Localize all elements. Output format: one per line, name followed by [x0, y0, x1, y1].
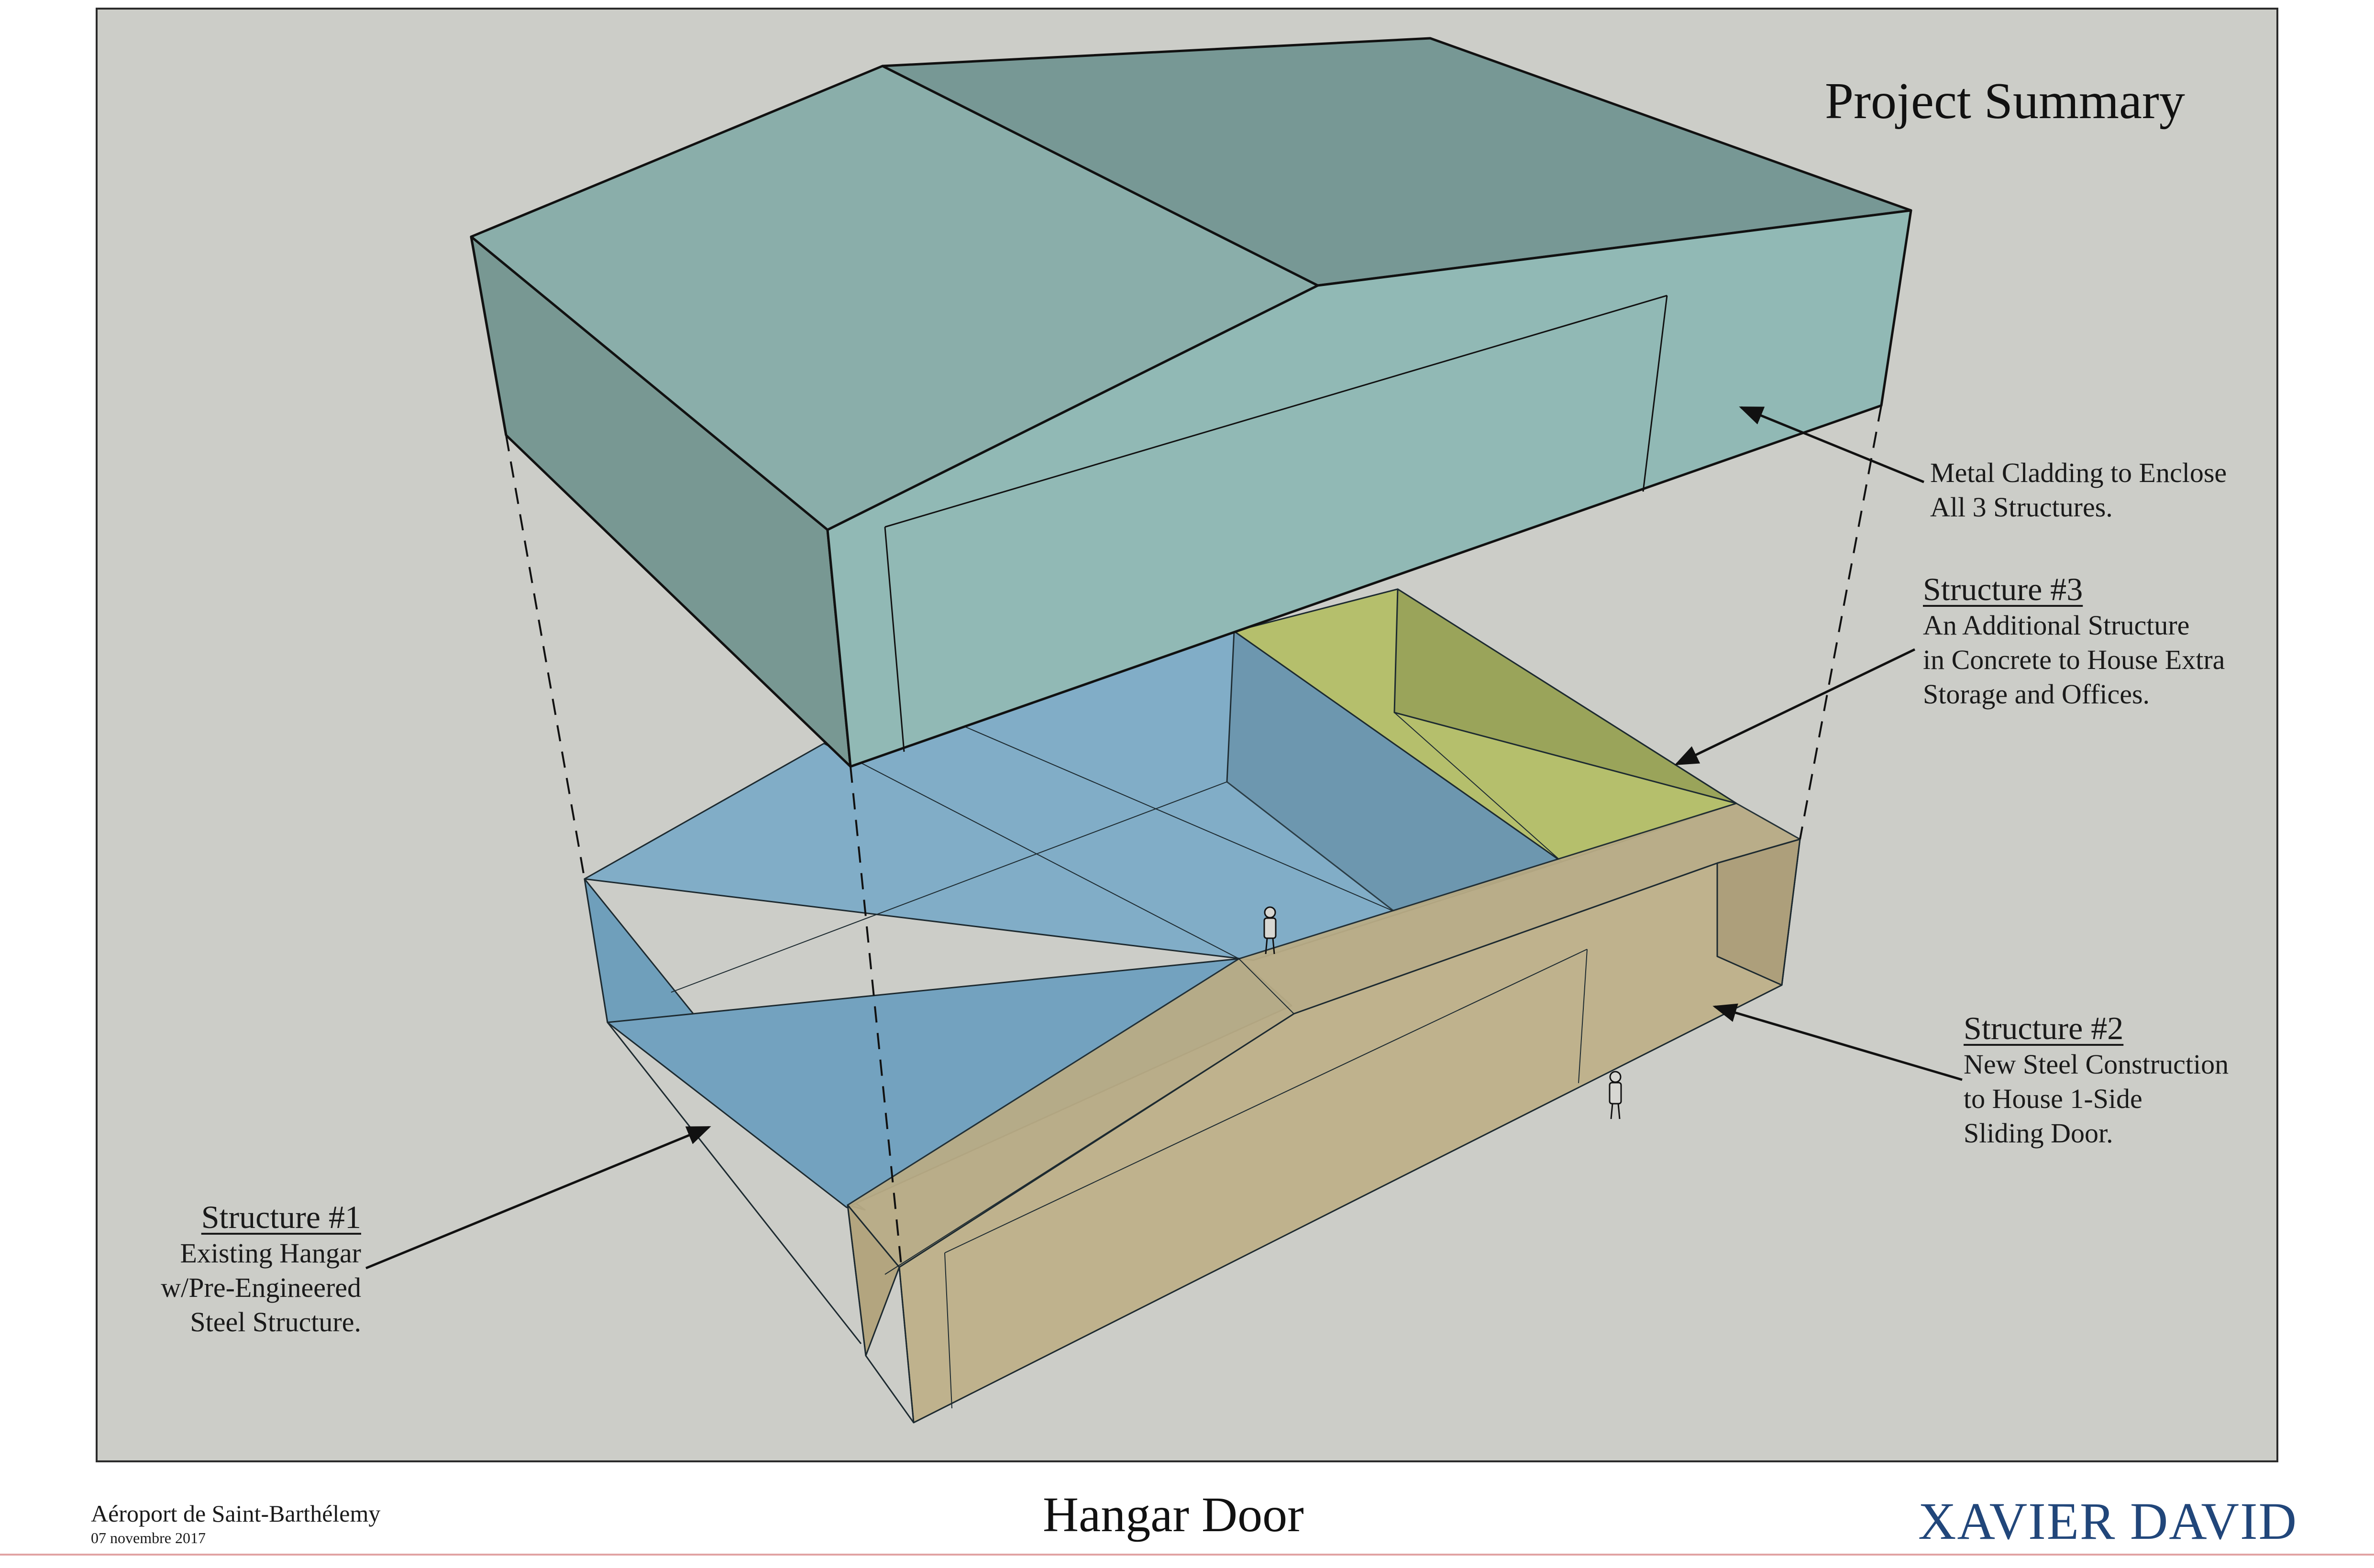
cladding-annotation-line: All 3 Structures.	[1930, 492, 2113, 523]
scale-person-figure-2	[1609, 1071, 1622, 1119]
cladding-leader-arrow	[1739, 406, 1924, 483]
footer-site-name: Aéroport de Saint-Barthélemy	[91, 1500, 381, 1527]
structure-3-annotation: Structure #3 An Additional Structure in …	[1923, 570, 2225, 712]
structure-1-leader-arrow	[365, 1126, 711, 1270]
project-summary-title: Project Summary	[1825, 73, 2185, 130]
structure-2-annotation-line: to House 1-Side	[1964, 1083, 2142, 1114]
structure-1-annotation-line: w/Pre-Engineered	[161, 1272, 361, 1303]
structure-1-heading: Structure #1	[201, 1199, 361, 1235]
footer-divider	[0, 1554, 2374, 1556]
structure-3-leader-arrow	[1674, 648, 1916, 766]
structure-1-existing-hangar	[584, 630, 1563, 1344]
scale-person-figure-1	[1263, 906, 1277, 954]
footer-drawing-title: Hangar Door	[1043, 1487, 1304, 1542]
footer-site-block: Aéroport de Saint-Barthélemy 07 novembre…	[91, 1499, 380, 1548]
structure-3-heading: Structure #3	[1923, 571, 2083, 607]
structure-3-annotation-line: in Concrete to House Extra	[1923, 644, 2225, 675]
cladding-front-wall	[826, 209, 1912, 768]
footer-date: 07 novembre 2017	[91, 1529, 206, 1546]
cladding-annotation-line: Metal Cladding to Enclose	[1930, 457, 2227, 488]
metal-cladding-enclosure	[470, 37, 1912, 768]
footer-author-logo: XAVIER DAVID	[1918, 1492, 2298, 1550]
cladding-annotation: Metal Cladding to Enclose All 3 Structur…	[1930, 456, 2227, 525]
projection-lines	[505, 405, 1882, 1270]
structure-3-inner-wall	[1393, 588, 1737, 804]
structure-3-annotation-line: Storage and Offices.	[1923, 679, 2150, 710]
structure-3-annotation-line: An Additional Structure	[1923, 610, 2190, 641]
structure-2-heading: Structure #2	[1964, 1010, 2124, 1046]
structure-1-annotation-line: Steel Structure.	[190, 1306, 361, 1338]
structure-2-annotation: Structure #2 New Steel Construction to H…	[1964, 1009, 2229, 1151]
structure-1-annotation-line: Existing Hangar	[180, 1238, 361, 1269]
structure-2-annotation-line: New Steel Construction	[1964, 1049, 2229, 1080]
structure-2-leader-arrow	[1712, 1003, 1963, 1081]
structure-2-annotation-line: Sliding Door.	[1964, 1118, 2113, 1149]
structure-1-annotation: Structure #1 Existing Hangar w/Pre-Engin…	[136, 1198, 361, 1339]
leader-arrows	[365, 406, 1963, 1270]
structure-2-new-steel	[847, 802, 1801, 1424]
